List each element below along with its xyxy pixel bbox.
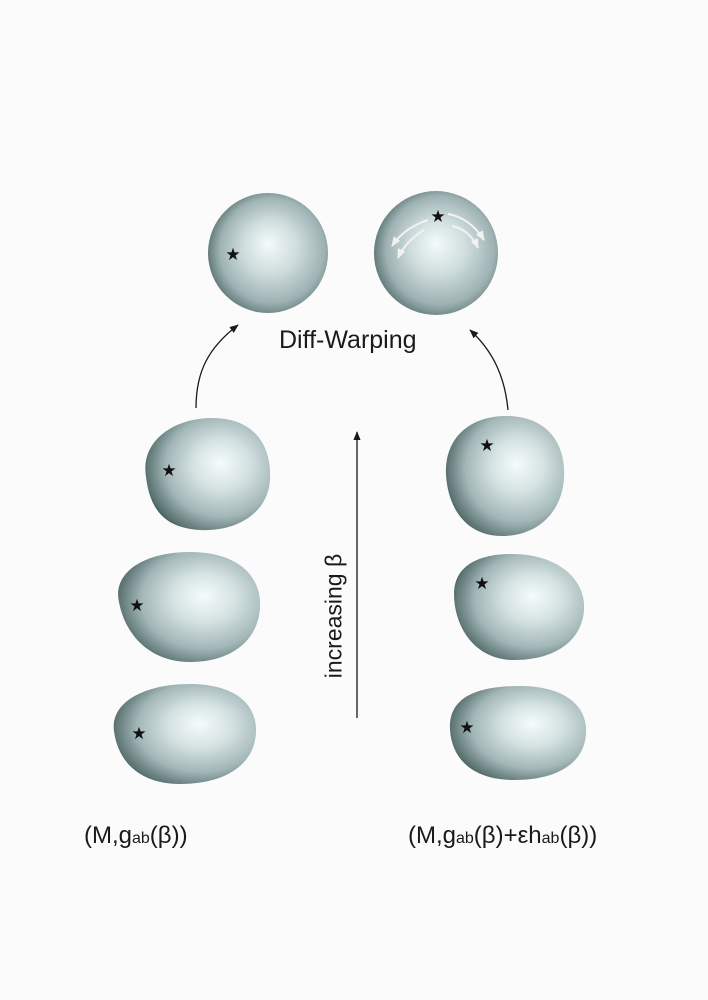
right-label-subscript-1: ab <box>456 830 474 847</box>
star-icon: ★ <box>131 724 146 743</box>
left-metric-label: (M,gab(β)) <box>84 822 188 850</box>
left-label-prefix: (M,g <box>84 822 132 849</box>
right-label-mid: (β)+εh <box>473 822 542 849</box>
left-blob-1: ★ <box>145 418 271 531</box>
right-metric-label: (M,gab(β)+εhab(β)) <box>408 822 597 850</box>
left-label-subscript: ab <box>132 830 150 847</box>
left-blob-2: ★ <box>118 552 261 662</box>
right-label-suffix: (β)) <box>559 822 598 849</box>
star-icon: ★ <box>459 718 474 737</box>
left-warp-arrow <box>195 324 239 409</box>
right-blob-3: ★ <box>449 686 587 780</box>
right-blob-1: ★ <box>445 416 565 536</box>
warp-arrow-icon <box>391 213 485 259</box>
top-right-sphere: ★ <box>374 191 498 315</box>
increasing-beta-label: increasing β <box>320 553 347 679</box>
star-icon: ★ <box>161 461 176 480</box>
star-icon: ★ <box>225 245 240 264</box>
left-label-suffix: (β)) <box>149 822 188 849</box>
diff-warping-label: Diff-Warping <box>279 326 417 354</box>
star-icon: ★ <box>474 574 489 593</box>
star-icon: ★ <box>129 596 144 615</box>
left-blob-3: ★ <box>113 684 256 784</box>
top-left-sphere: ★ <box>208 193 328 313</box>
star-icon: ★ <box>430 207 445 226</box>
right-warp-arrow <box>469 329 509 411</box>
star-icon: ★ <box>479 436 494 455</box>
right-label-prefix: (M,g <box>408 822 456 849</box>
right-label-subscript-2: ab <box>541 830 560 847</box>
right-blob-2: ★ <box>454 554 585 660</box>
